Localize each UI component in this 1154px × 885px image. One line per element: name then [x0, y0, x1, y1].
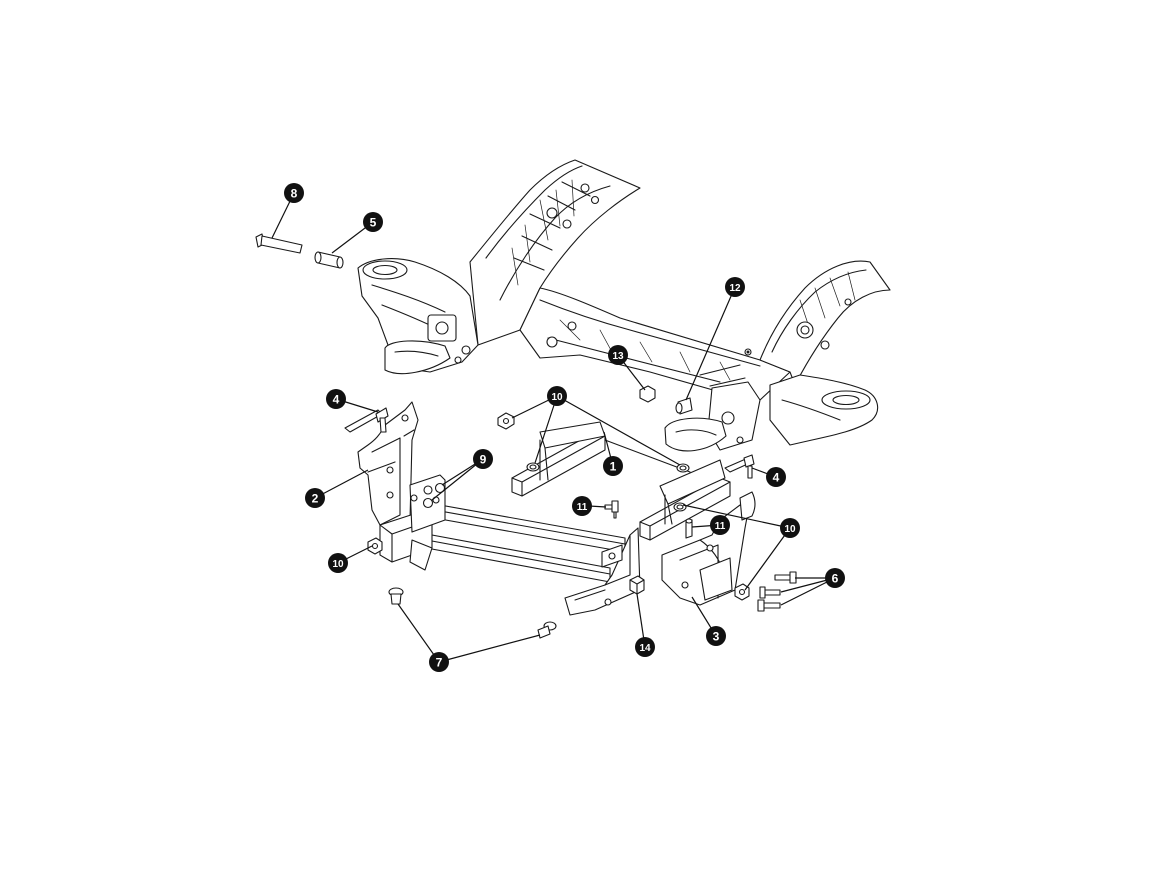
callouts: 8 5 12 13 10 4 9 1 4 2 11 11 10 10 6 3 1… — [284, 183, 845, 672]
sleeve-12 — [675, 397, 693, 415]
nut-9 — [422, 482, 446, 509]
callout-6: 6 — [825, 568, 845, 588]
callout-3: 3 — [706, 626, 726, 646]
callout-13-label: 13 — [612, 351, 624, 362]
callout-5-label: 5 — [370, 216, 377, 230]
callout-4b-label: 4 — [773, 471, 780, 485]
callout-10b: 10 — [780, 518, 800, 538]
callout-10c: 10 — [328, 553, 348, 573]
callout-10a-label: 10 — [551, 392, 563, 403]
bushing-5 — [314, 251, 344, 269]
nut-10-channel-right — [676, 463, 690, 473]
callout-4a: 4 — [326, 389, 346, 409]
callout-7: 7 — [429, 652, 449, 672]
nut-10-lower-channel — [673, 502, 687, 512]
callout-9: 9 — [473, 449, 493, 469]
nut-13 — [639, 385, 656, 403]
callout-4a-label: 4 — [333, 393, 340, 407]
callout-2: 2 — [305, 488, 325, 508]
callout-5: 5 — [363, 212, 383, 232]
callout-2-label: 2 — [312, 492, 319, 506]
nut-14 — [629, 575, 645, 595]
callout-4b: 4 — [766, 467, 786, 487]
callout-11b-label: 11 — [715, 521, 726, 532]
callout-11a: 11 — [572, 496, 592, 516]
callout-14-label: 14 — [639, 643, 651, 654]
bolt-8 — [255, 233, 303, 254]
callout-3-label: 3 — [713, 630, 720, 644]
bolts-6 — [757, 571, 797, 612]
callout-9-label: 9 — [480, 453, 487, 467]
nut-10-right — [734, 583, 750, 601]
callout-1: 1 — [603, 456, 623, 476]
callout-13: 13 — [608, 345, 628, 365]
callout-11b: 11 — [710, 515, 730, 535]
callout-1-label: 1 — [610, 460, 617, 474]
callout-7-label: 7 — [436, 656, 443, 670]
lower-frame — [379, 474, 641, 616]
nut-10-left — [367, 537, 383, 555]
nut-10-top — [497, 412, 515, 430]
callout-8: 8 — [284, 183, 304, 203]
callout-10a: 10 — [547, 386, 567, 406]
callout-12: 12 — [725, 277, 745, 297]
front-subframe — [357, 159, 891, 452]
callout-11a-label: 11 — [577, 502, 588, 513]
bolt-11-b — [685, 518, 693, 539]
bolt-4-right — [724, 454, 755, 479]
bracket-2 — [357, 401, 419, 531]
bolt-7-b — [537, 621, 557, 639]
callout-10c-label: 10 — [332, 559, 344, 570]
callout-8-label: 8 — [291, 187, 298, 201]
bolt-7-a — [388, 587, 404, 605]
callout-14: 14 — [635, 637, 655, 657]
nut-10-channel-left — [526, 462, 540, 472]
bolt-11-a — [604, 500, 619, 519]
callout-10b-label: 10 — [784, 524, 796, 535]
bolt-4-left — [344, 407, 389, 433]
callout-6-label: 6 — [832, 572, 839, 586]
callout-12-label: 12 — [729, 283, 741, 294]
